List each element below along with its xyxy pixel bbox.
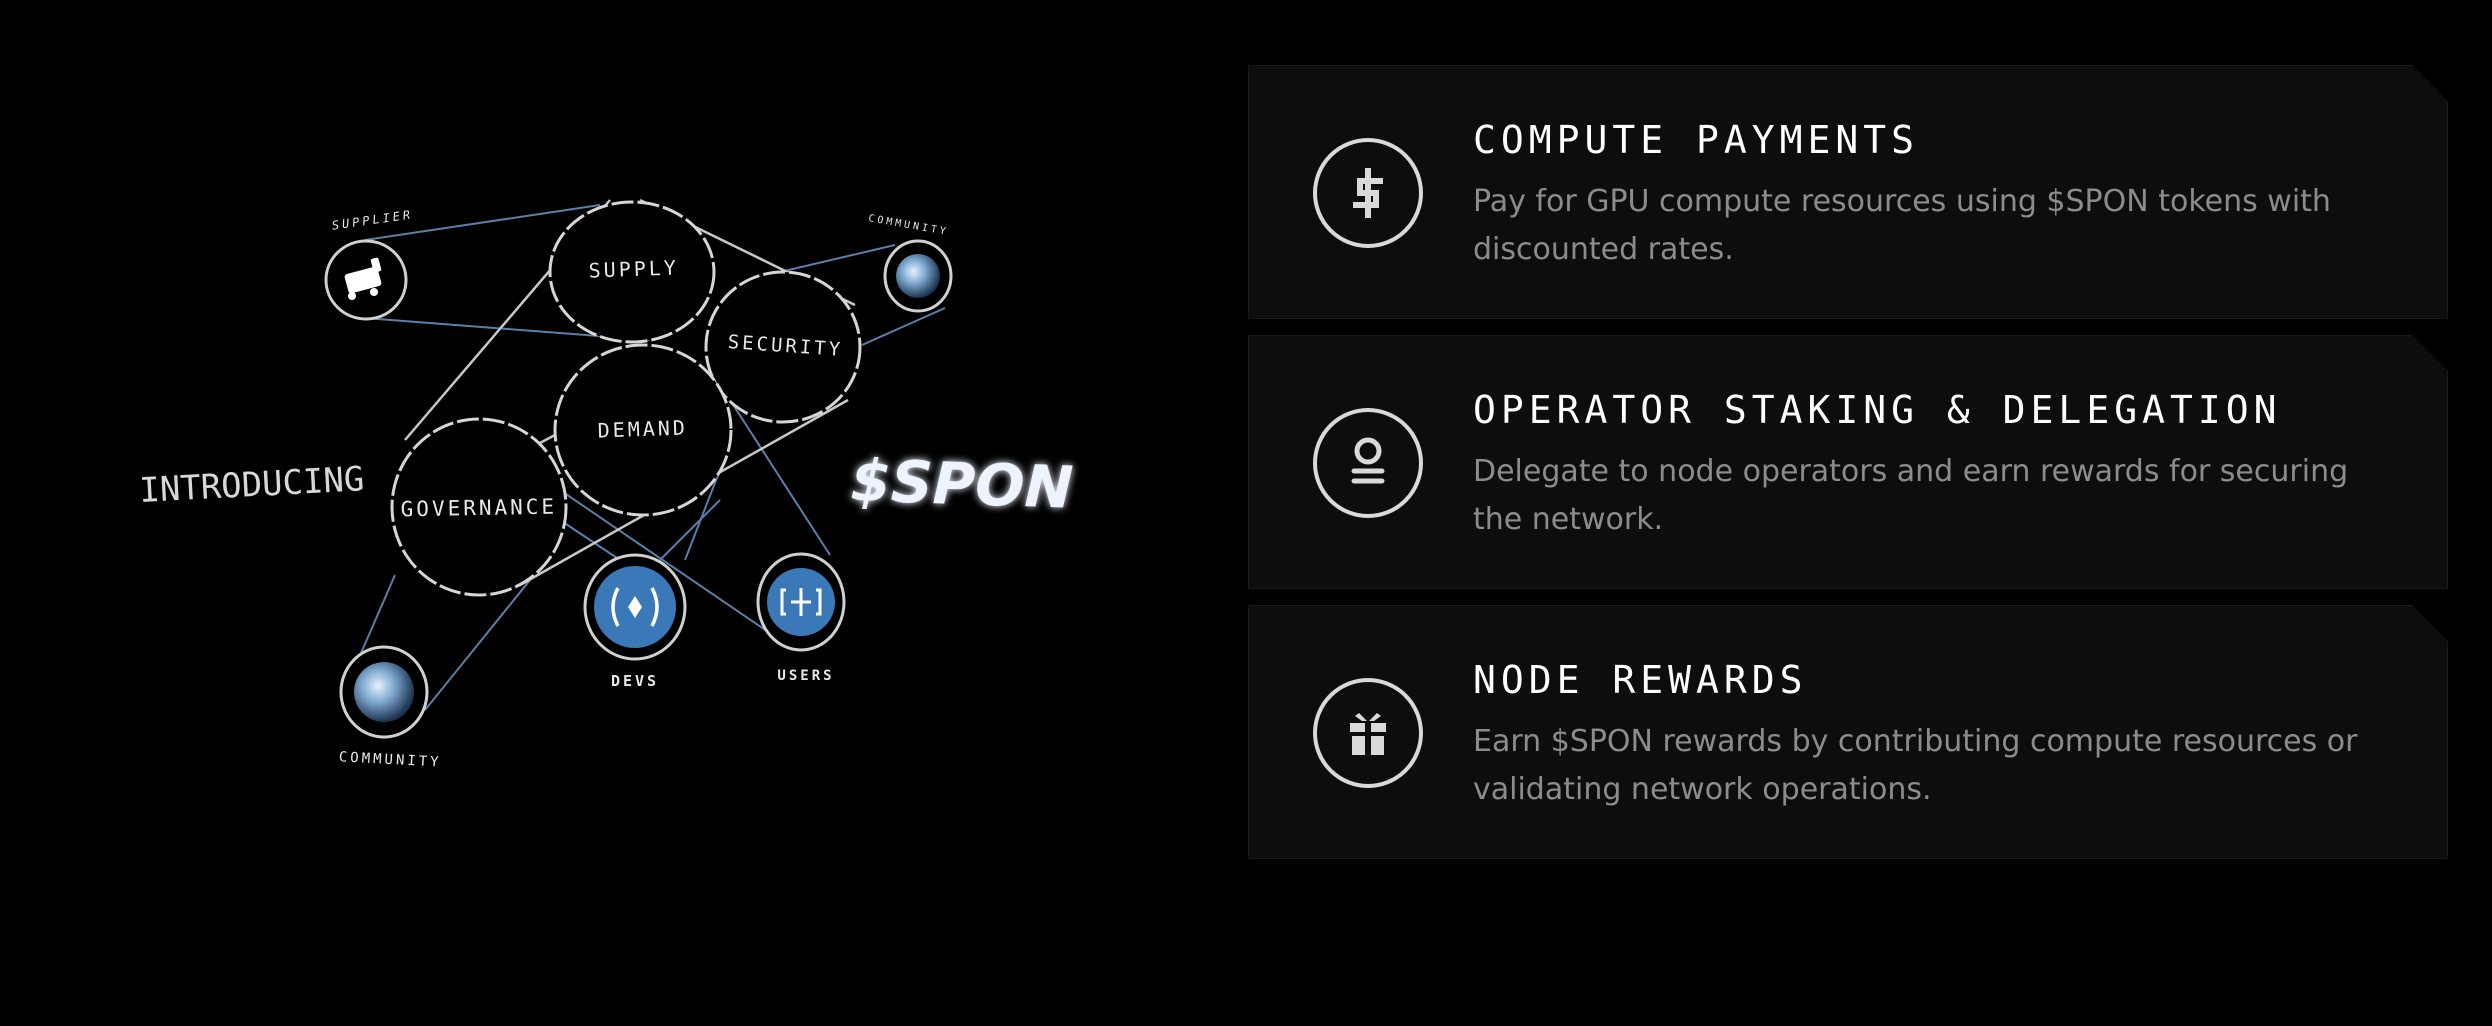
node-security: SECURITY [704, 270, 862, 424]
satellite-community-top: COMMUNITY [868, 213, 953, 313]
staking-icon [1313, 408, 1423, 518]
satellite-links [344, 204, 946, 711]
card-compute-payments: COMPUTE PAYMENTS Pay for GPU compute res… [1248, 65, 2448, 319]
ecosystem-svg: SUPPLY SECURITY DEMAND GOVERNANCE [138, 198, 1075, 771]
feature-cards: COMPUTE PAYMENTS Pay for GPU compute res… [1248, 65, 2448, 875]
satellite-devs: DEVS [583, 553, 687, 690]
token-brackets-icon [780, 588, 822, 616]
card-description: Earn $SPON rewards by contributing compu… [1473, 724, 2358, 807]
code-brackets-icon [611, 587, 659, 627]
gift-icon [1313, 678, 1423, 788]
cart-icon [344, 257, 382, 300]
node-governance: GOVERNANCE [390, 417, 568, 597]
globe-icon [896, 254, 940, 298]
token-name-label: $SPON [850, 446, 1075, 522]
globe-icon [354, 662, 414, 722]
node-demand-label: DEMAND [597, 415, 688, 442]
introducing-label: INTRODUCING [138, 459, 365, 511]
node-governance-label: GOVERNANCE [400, 495, 557, 522]
card-title: NODE REWARDS [1473, 658, 1808, 702]
card-node-rewards: NODE REWARDS Earn $SPON rewards by contr… [1248, 605, 2448, 859]
card-description: Delegate to node operators and earn rewa… [1473, 454, 2349, 537]
node-supply-label: SUPPLY [588, 255, 679, 282]
satellite-supplier-label: SUPPLIER [331, 207, 414, 232]
satellite-community-top-label: COMMUNITY [868, 213, 950, 238]
satellite-community-bottom: COMMUNITY [338, 645, 442, 771]
satellite-community-bottom-label: COMMUNITY [338, 749, 442, 770]
token-ecosystem-diagram: SUPPLY SECURITY DEMAND GOVERNANCE [0, 0, 1220, 1026]
satellite-users: USERS [756, 552, 846, 684]
node-demand: DEMAND [553, 343, 733, 517]
card-operator-staking: OPERATOR STAKING & DELEGATION Delegate t… [1248, 335, 2448, 589]
satellite-supplier: SUPPLIER [324, 207, 414, 321]
card-title: OPERATOR STAKING & DELEGATION [1473, 388, 2282, 432]
satellite-devs-label: DEVS [611, 672, 659, 690]
dollar-icon [1313, 138, 1423, 248]
satellite-users-label: USERS [777, 668, 834, 684]
card-description: Pay for GPU compute resources using $SPO… [1473, 184, 2331, 267]
card-title: COMPUTE PAYMENTS [1473, 118, 1920, 162]
node-supply: SUPPLY [548, 200, 716, 344]
